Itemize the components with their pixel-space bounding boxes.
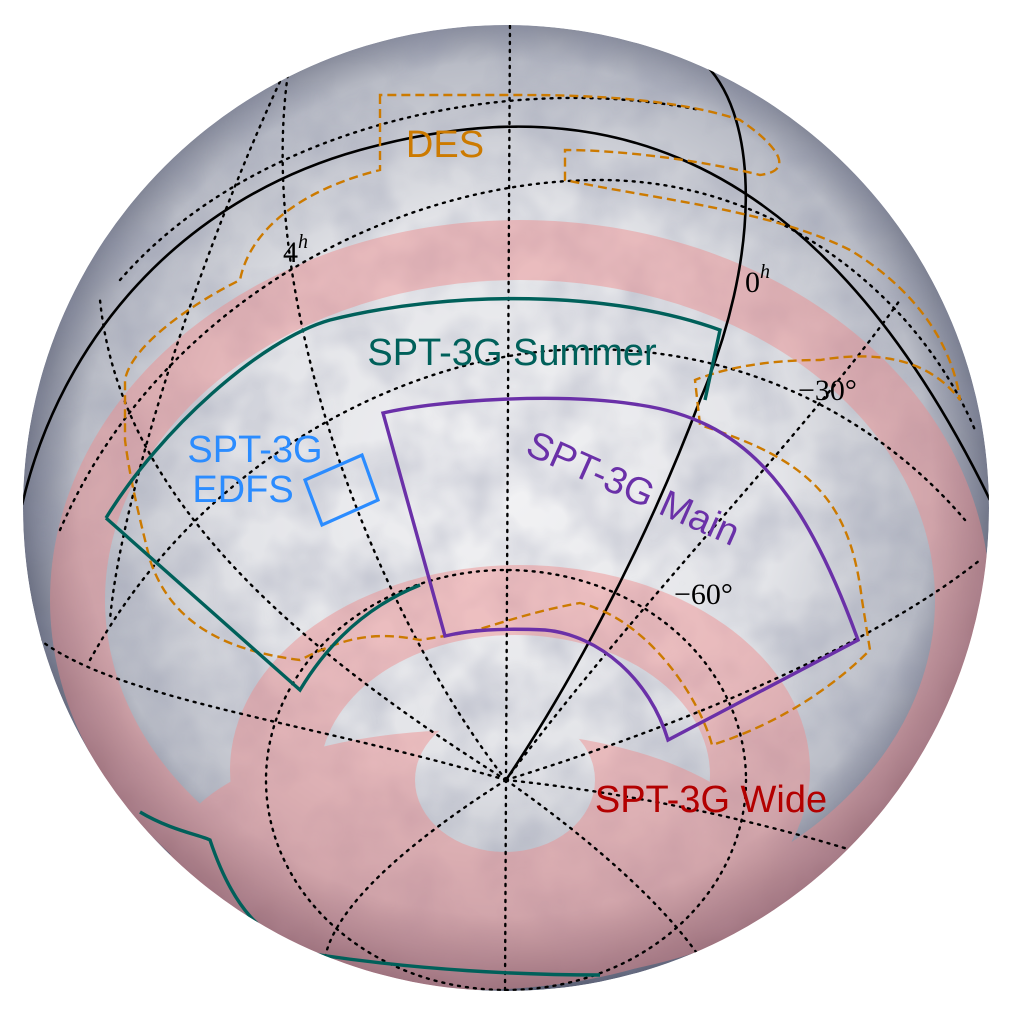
spt3g-edfs-footprint bbox=[302, 452, 381, 528]
ra-0h-label: 0h bbox=[745, 261, 770, 299]
spt3g-wide-label: SPT-3G Wide bbox=[595, 779, 827, 821]
dec-minus30-label: −30° bbox=[798, 374, 857, 407]
spt3g-edfs-label-line2: EDFS bbox=[192, 469, 293, 511]
dec-minus60-label: −60° bbox=[674, 578, 733, 611]
des-footprint bbox=[123, 93, 962, 747]
spt3g-summer-label: SPT-3G Summer bbox=[367, 332, 657, 374]
spt3g-edfs-label-line1: SPT-3G bbox=[187, 429, 322, 471]
reference-lines bbox=[23, 64, 989, 781]
spt3g-main-footprint bbox=[380, 396, 861, 743]
ra-4h-label: 4h bbox=[283, 231, 308, 269]
des-label: DES bbox=[406, 124, 484, 166]
spt3g-summer-footprint bbox=[104, 296, 722, 693]
